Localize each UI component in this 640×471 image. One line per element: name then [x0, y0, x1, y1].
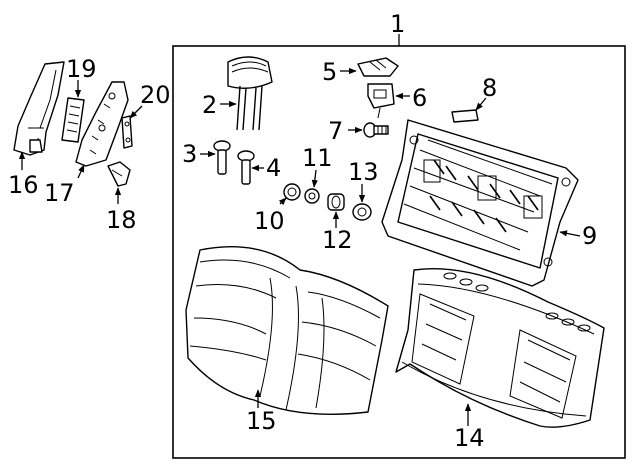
- callout-16: 16: [8, 171, 39, 199]
- callout-3: 3: [182, 140, 197, 168]
- leader-9: [559, 230, 581, 237]
- callout-8: 8: [482, 74, 497, 102]
- callout-18: 18: [106, 206, 137, 234]
- part-16-side-trim: [13, 61, 65, 156]
- part-2-headrest: [227, 56, 273, 131]
- part-9-seatback-frame: [381, 119, 579, 287]
- part-4-guide: [237, 150, 255, 185]
- part-18-clip: [107, 161, 131, 187]
- callout-9: 9: [582, 222, 597, 250]
- callout-14: 14: [454, 424, 485, 452]
- part-11-grommet: [304, 188, 320, 204]
- callout-12: 12: [322, 226, 353, 254]
- callout-17: 17: [44, 179, 75, 207]
- part-19-pad: [61, 97, 85, 143]
- part-15-seat-cover: [185, 246, 389, 415]
- callout-20: 20: [140, 81, 171, 109]
- callout-1: 1: [390, 10, 405, 38]
- part-20-strip: [121, 115, 133, 149]
- callout-10: 10: [254, 207, 285, 235]
- part-3-guide: [213, 140, 231, 175]
- part-12-bushing: [327, 193, 345, 211]
- callout-7: 7: [328, 117, 343, 145]
- part-14-seatback-cover: [395, 267, 605, 428]
- leader-10: [278, 197, 287, 206]
- callout-13: 13: [348, 158, 379, 186]
- part-13-grommet: [352, 203, 372, 221]
- leader-20: [129, 105, 143, 119]
- part-5-cover: [357, 57, 399, 77]
- callout-15: 15: [246, 407, 277, 435]
- callout-2: 2: [202, 91, 217, 119]
- leader-8: [475, 97, 487, 111]
- part-7-bolt: [363, 122, 389, 138]
- part-6-latch: [367, 83, 395, 119]
- callout-4: 4: [266, 154, 281, 182]
- part-17-bracket: [75, 81, 129, 167]
- leader-11: [311, 169, 318, 188]
- callout-11: 11: [302, 144, 333, 172]
- callout-19: 19: [66, 55, 97, 83]
- part-8-pad: [451, 109, 479, 123]
- callout-6: 6: [412, 84, 427, 112]
- part-10-grommet: [283, 183, 301, 201]
- leader-17: [77, 164, 85, 179]
- callout-5: 5: [322, 58, 337, 86]
